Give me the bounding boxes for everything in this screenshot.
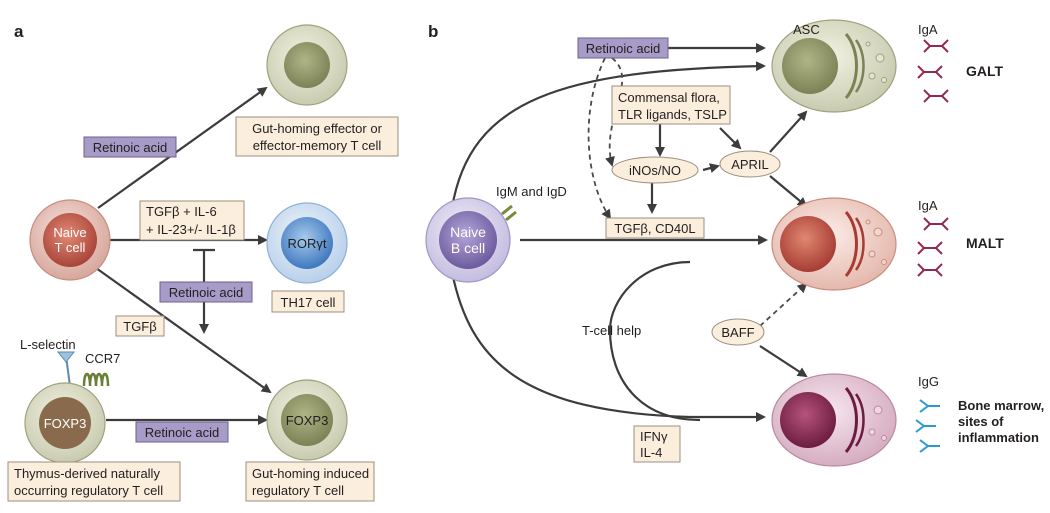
naive-t-label-line1: Naive (53, 225, 86, 240)
commensal-line2: TLR ligands, TSLP (618, 107, 727, 122)
arrow-naive-to-effector (97, 86, 268, 209)
retinoic-acid-box-bottom (135, 421, 229, 443)
th17-caption: TH17 cell (281, 295, 336, 310)
dashed-ra-to-tgfb (587, 57, 612, 220)
panel-b-label: b (428, 22, 438, 41)
naive-b-cell (425, 197, 511, 283)
retinoic-acid-box-top (83, 136, 177, 158)
ccr7-receptor-icon (82, 372, 110, 387)
arrow-commensal-to-april (719, 127, 742, 150)
th17-caption-box (271, 290, 345, 313)
ifn-line2: IL-4 (640, 445, 662, 460)
naive-t-label-line2: T cell (55, 240, 86, 255)
induced-treg-caption-box (245, 461, 375, 502)
iga-antibody-icons-top (917, 39, 949, 103)
natural-treg-caption-line1: Thymus-derived naturally (14, 466, 160, 481)
foxp3-left-label: FOXP3 (44, 416, 87, 431)
galt-plasma-cell (771, 19, 897, 113)
igg-antibody-icons (915, 399, 940, 453)
ifn-box (633, 425, 681, 463)
inos-label: iNOs/NO (629, 163, 681, 178)
effector-caption-box (235, 116, 399, 157)
malt-label: MALT (966, 235, 1004, 251)
natural-treg-caption-box (7, 461, 181, 502)
induced-treg-cell (266, 379, 348, 461)
malt-plasma-cell (771, 197, 897, 291)
commensal-box (611, 85, 731, 125)
tgfb-label: TGFβ (123, 319, 156, 334)
arrow-naive-to-induced-treg (95, 267, 272, 394)
th17-cell (266, 202, 348, 284)
igm-igd-label: IgM and IgD (496, 184, 567, 199)
bone-marrow-line2: sites of (958, 414, 1004, 429)
april-oval (719, 150, 781, 178)
bone-marrow-plasma-cell (771, 373, 897, 467)
effector-t-cell (266, 24, 348, 106)
baff-label: BAFF (721, 325, 754, 340)
tgfb-cd40l-label: TGFβ, CD40L (614, 221, 695, 236)
tcell-help-label: T-cell help (582, 323, 641, 338)
effector-caption-line2: effector-memory T cell (253, 138, 382, 153)
l-selectin-label: L-selectin (20, 337, 76, 352)
tgfb-cd40l-box (605, 217, 705, 239)
induced-treg-caption-line1: Gut-homing induced (252, 466, 369, 481)
iga-mid-label: IgA (918, 198, 938, 213)
naive-b-label-line1: Naive (450, 224, 486, 240)
inos-oval (611, 156, 699, 184)
arrow-baff-to-bone-marrow (759, 345, 808, 378)
arrow-inos-to-april (702, 163, 720, 173)
tcell-help-curve (608, 260, 701, 422)
retinoic-acid-label-mid: Retinoic acid (169, 285, 243, 300)
cytokines-line1: TGFβ + IL-6 (146, 204, 217, 219)
naive-b-label-line2: B cell (451, 240, 485, 256)
tgfb-box (115, 315, 165, 337)
panel-a-label: a (14, 22, 24, 41)
naive-t-cell (29, 199, 111, 281)
retinoic-acid-label-top: Retinoic acid (93, 140, 167, 155)
natural-treg-caption-line2: occurring regulatory T cell (14, 483, 163, 498)
iga-top-label: IgA (918, 22, 938, 37)
retinoic-acid-box-b (577, 37, 669, 59)
arrow-april-to-malt (769, 175, 808, 208)
ccr7-label: CCR7 (85, 351, 120, 366)
arrow-april-to-galt (769, 110, 808, 153)
l-selectin-icon (56, 351, 76, 387)
cytokines-box (139, 200, 245, 241)
asc-label: ASC (793, 22, 820, 37)
bcr-receptor-icon (501, 204, 517, 222)
retinoic-acid-label-b: Retinoic acid (586, 41, 660, 56)
ifn-line1: IFNγ (640, 429, 668, 444)
arrow-naiveb-to-bone-marrow (450, 271, 766, 422)
cytokines-line2: + IL-23+/- IL-1β (146, 222, 236, 237)
baff-oval (711, 318, 765, 346)
igg-label: IgG (918, 374, 939, 389)
retinoic-acid-label-bottom: Retinoic acid (145, 425, 219, 440)
retinoic-acid-box-mid (159, 281, 253, 303)
commensal-line1: Commensal flora, (618, 90, 720, 105)
effector-caption-line1: Gut-homing effector or (252, 121, 382, 136)
iga-antibody-icons-mid (917, 217, 949, 277)
foxp3-right-label: FOXP3 (286, 413, 329, 428)
april-label: APRIL (731, 157, 769, 172)
natural-treg-cell (24, 382, 106, 464)
bone-marrow-line3: inflammation (958, 430, 1039, 445)
induced-treg-caption-line2: regulatory T cell (252, 483, 344, 498)
bone-marrow-line1: Bone marrow, (958, 398, 1044, 413)
arrow-naiveb-to-galt (450, 61, 766, 209)
rorgt-label: RORγt (288, 236, 327, 251)
dashed-baff-to-malt (759, 282, 808, 327)
galt-label: GALT (966, 63, 1004, 79)
